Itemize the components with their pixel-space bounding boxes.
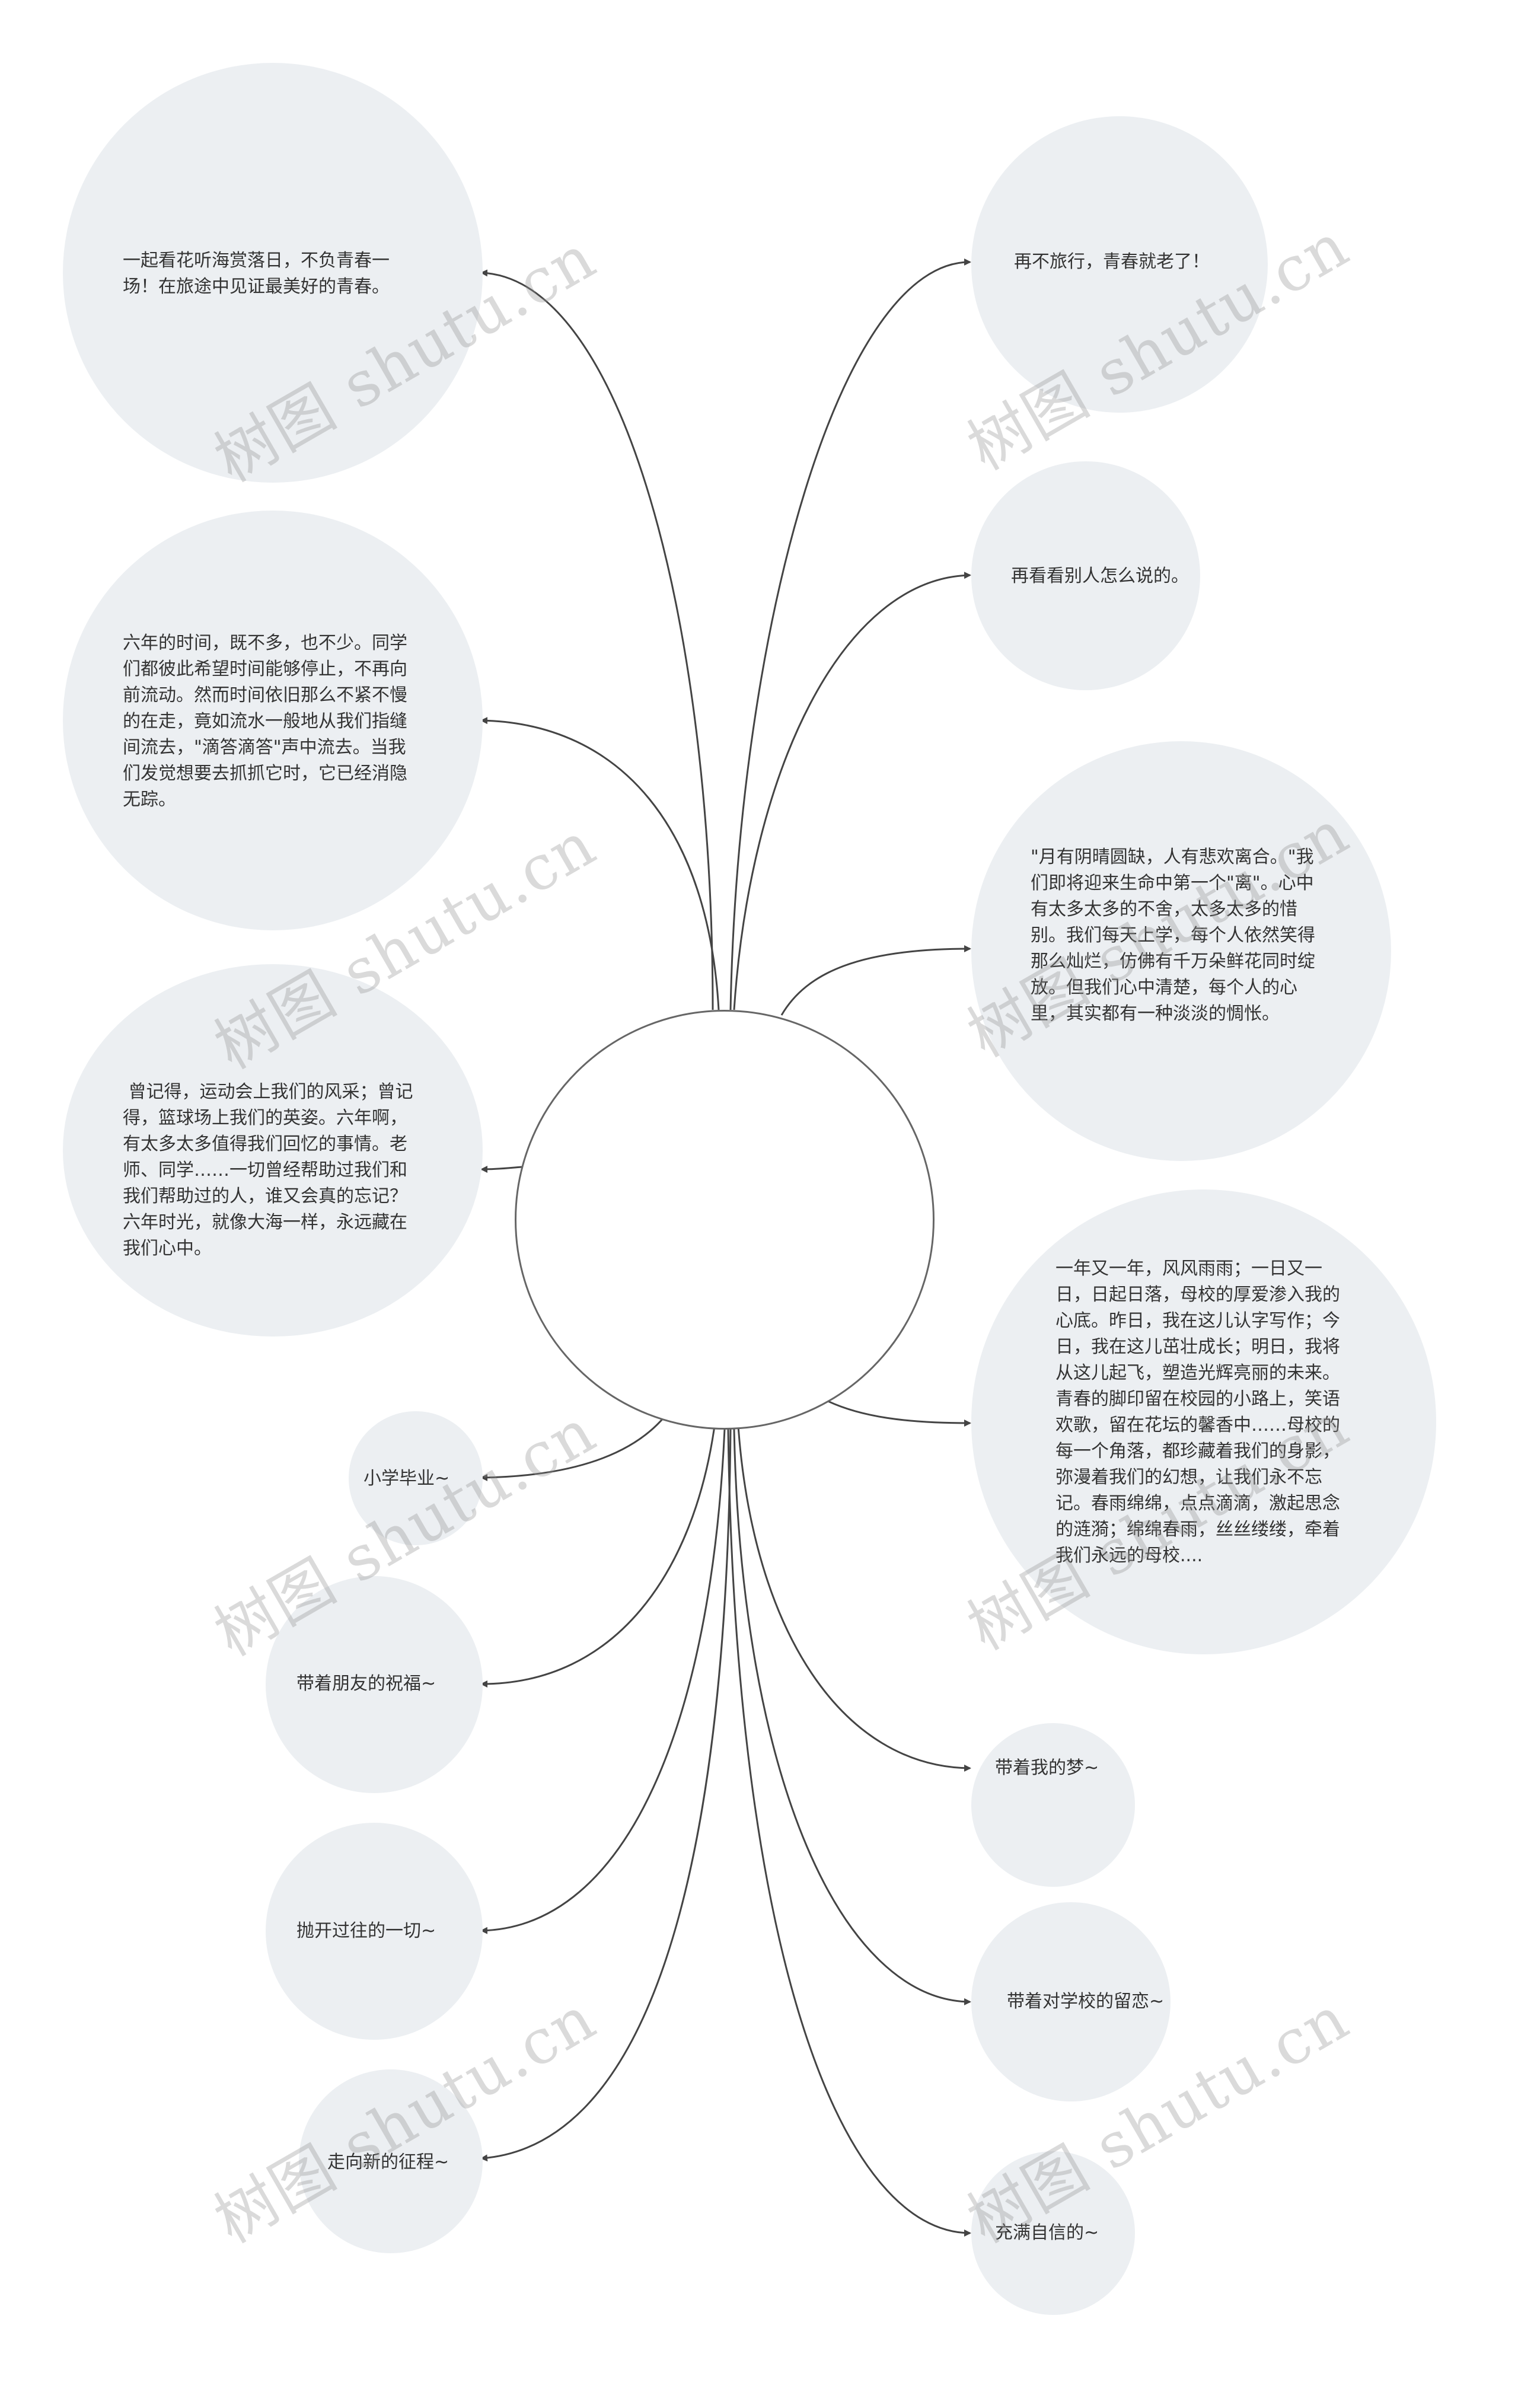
node-bubble-right-3 bbox=[971, 741, 1391, 1161]
node-text-right-2: 再看看别人怎么说的。 bbox=[1011, 566, 1189, 586]
central-node bbox=[515, 1010, 935, 1430]
node-bubble-left-4 bbox=[349, 1411, 483, 1545]
node-text-left-5: 带着朋友的祝福~ bbox=[296, 1673, 436, 1694]
node-text-left-3: 曾记得，运动会上我们的风采；曾记得，篮球场上我们的英姿。六年啊，有太多太多值得我… bbox=[123, 1082, 413, 1259]
node-bubble-right-2 bbox=[971, 461, 1200, 690]
node-text-left-7: 走向新的征程~ bbox=[327, 2152, 449, 2173]
node-text-left-2: 六年的时间，既不多，也不少。同学们都彼此希望时间能够停止，不再向前流动。然而时间… bbox=[123, 633, 407, 810]
node-bubble-right-7 bbox=[971, 2151, 1135, 2315]
node-bubble-left-6 bbox=[266, 1823, 483, 2040]
link-right-6 bbox=[733, 1428, 971, 2005]
node-text-right-5: 带着我的梦~ bbox=[995, 1758, 1099, 1778]
node-text-right-6: 带着对学校的留恋~ bbox=[1007, 1991, 1165, 2012]
link-left-2 bbox=[480, 717, 720, 1010]
node-text-right-4: 一年又一年，风风雨雨；一日又一日，日起日落，母校的厚爱渗入我的心底。昨日，我在这… bbox=[1055, 1258, 1340, 1566]
link-left-1 bbox=[480, 269, 714, 1010]
node-bubble-right-4 bbox=[971, 1189, 1436, 1654]
link-left-5 bbox=[480, 1425, 716, 1688]
node-bubble-left-2 bbox=[63, 511, 483, 930]
node-bubble-right-1 bbox=[971, 116, 1268, 413]
node-bubble-left-5 bbox=[266, 1576, 483, 1793]
link-left-3 bbox=[480, 1165, 522, 1173]
link-left-4 bbox=[480, 1417, 665, 1481]
node-text-right-3: "月有阴晴圆缺，人有悲欢离合。"我们即将迎来生命中第一个"离"。心中有太多太多的… bbox=[1031, 847, 1315, 1024]
node-bubble-left-1 bbox=[63, 63, 483, 483]
node-text-right-1: 再不旅行，青春就老了！ bbox=[1014, 251, 1210, 272]
node-bubble-left-3 bbox=[63, 964, 483, 1337]
node-text-right-7: 充满自信的~ bbox=[995, 2222, 1099, 2243]
link-right-4 bbox=[824, 1398, 971, 1427]
link-left-6 bbox=[480, 1428, 726, 1934]
node-text-left-1: 一起看花听海赏落日，不负青春一场！在旅途中见证最美好的青春。 bbox=[123, 250, 390, 297]
link-right-7 bbox=[727, 1428, 971, 2237]
link-right-1 bbox=[729, 258, 971, 1010]
node-bubble-left-7 bbox=[299, 2069, 483, 2253]
node-bubble-right-5 bbox=[971, 1723, 1135, 1887]
link-right-2 bbox=[733, 572, 971, 1010]
node-text-left-4: 小学毕业~ bbox=[363, 1468, 450, 1489]
node-text-left-6: 抛开过往的一切~ bbox=[296, 1921, 436, 1941]
link-right-5 bbox=[737, 1425, 971, 1772]
link-left-7 bbox=[480, 1428, 732, 2162]
link-right-3 bbox=[780, 945, 971, 1016]
node-bubble-right-6 bbox=[971, 1902, 1171, 2101]
